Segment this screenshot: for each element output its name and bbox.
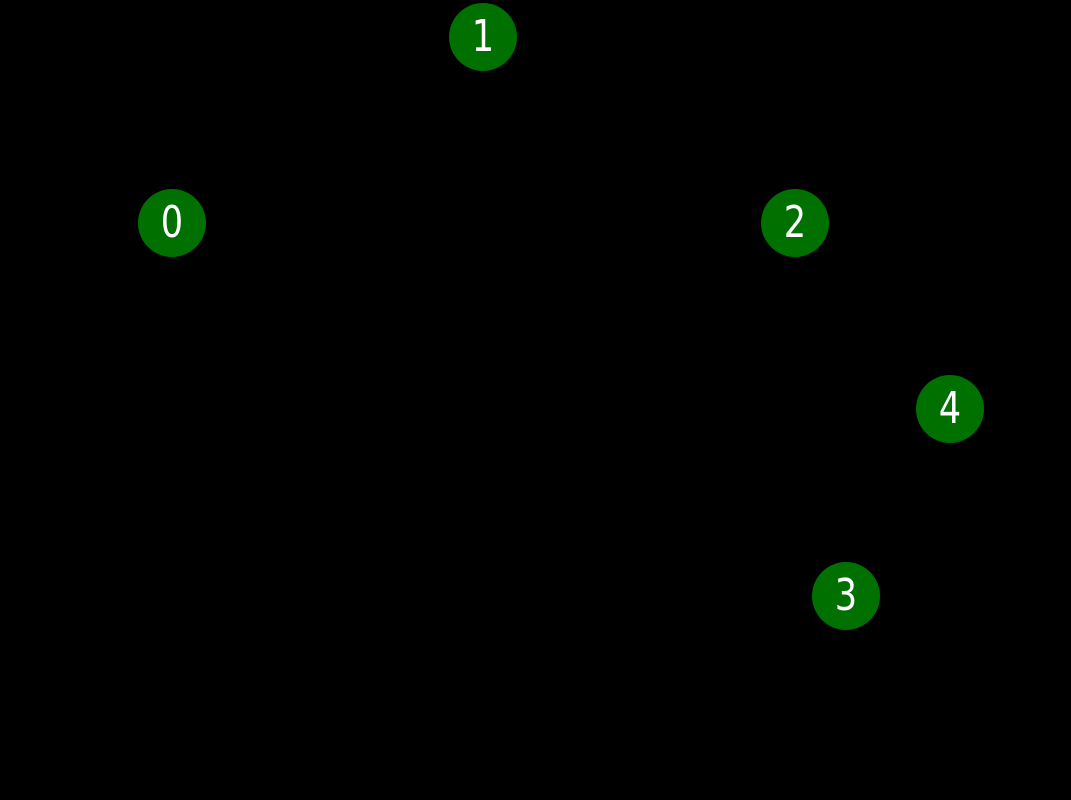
graph-node-label: 3 [834, 570, 858, 621]
graph-node-label: 0 [160, 197, 184, 248]
graph-node-label: 2 [783, 197, 807, 248]
graph-node-label: 1 [471, 11, 495, 62]
graph-node-3: 3 [812, 562, 880, 630]
graph-node-0: 0 [138, 189, 206, 257]
graph-node-2: 2 [761, 189, 829, 257]
graph-node-4: 4 [916, 375, 984, 443]
graph-node-1: 1 [449, 3, 517, 71]
graph-node-label: 4 [938, 383, 962, 434]
